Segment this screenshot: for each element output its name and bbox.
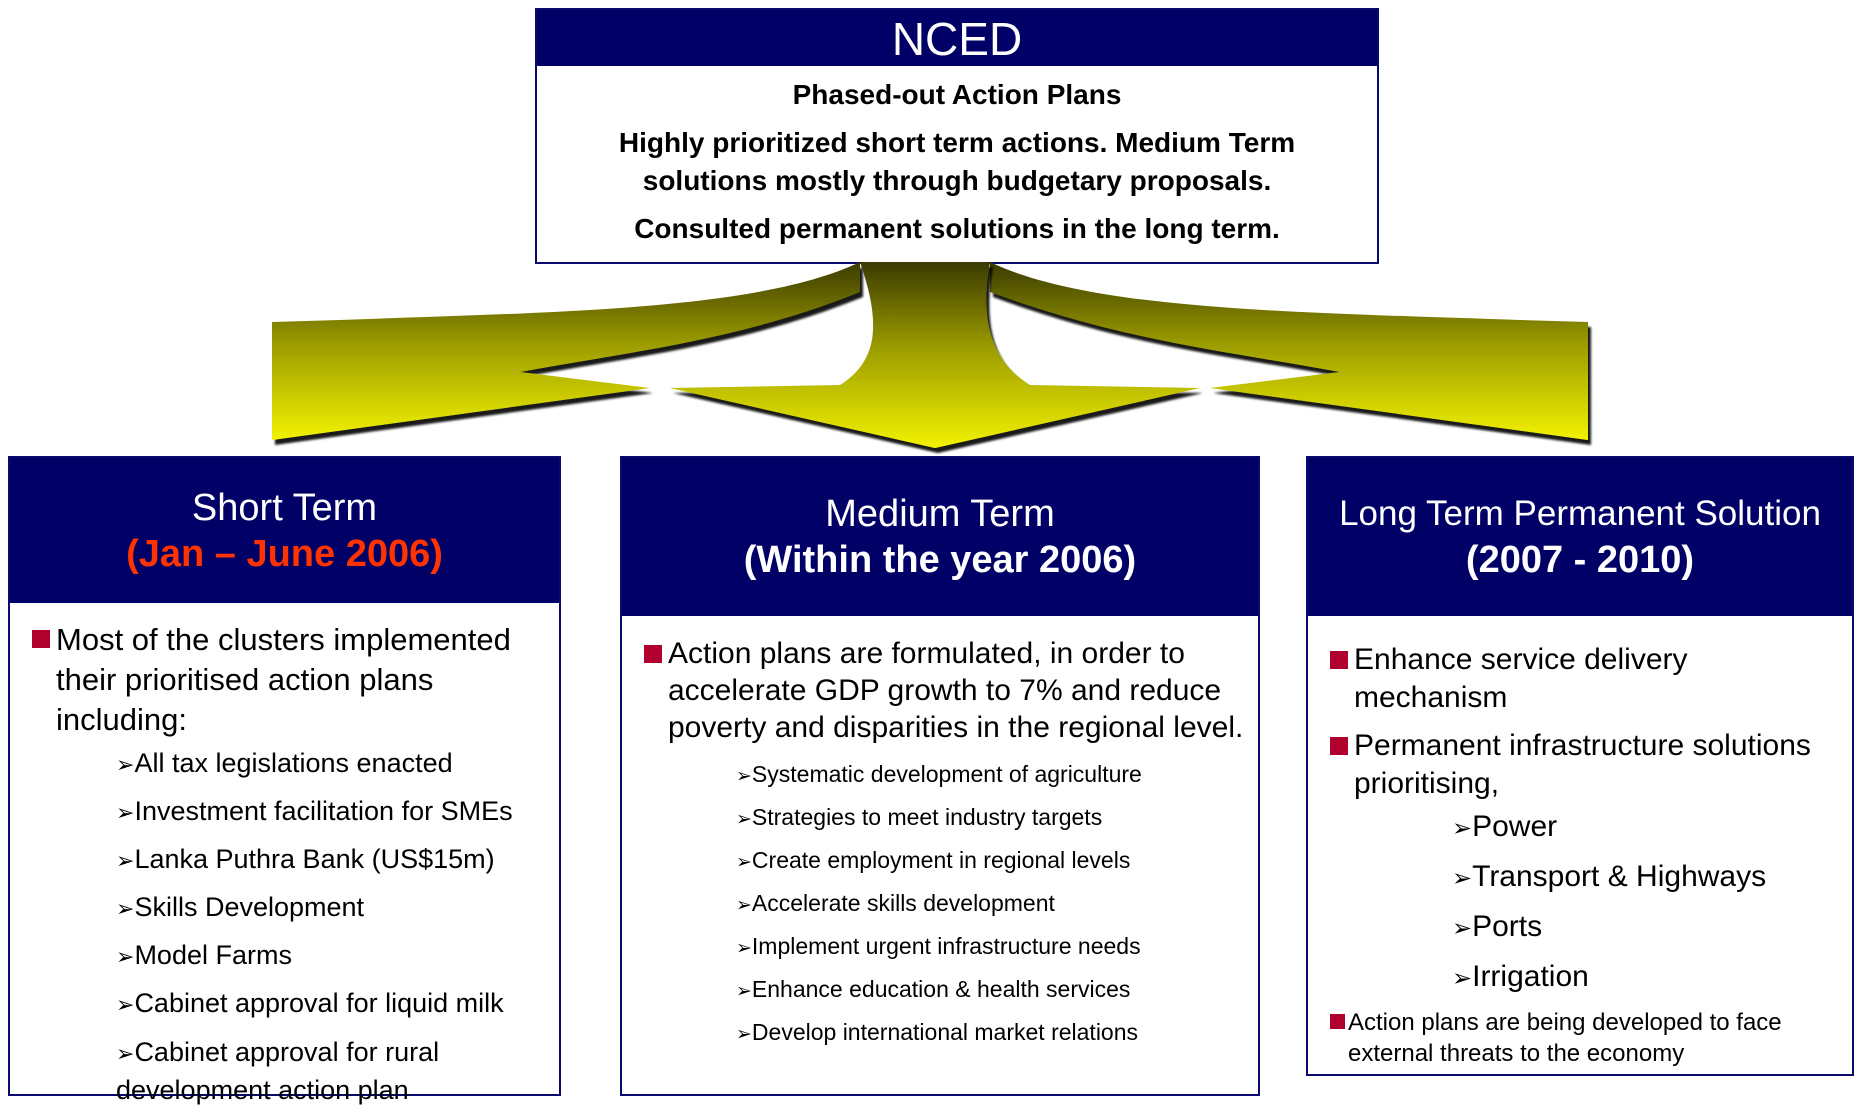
nced-line-3: Consulted permanent solutions in the lon… bbox=[634, 213, 1280, 244]
nced-line-2: Highly prioritized short term actions. M… bbox=[618, 127, 1296, 196]
long-term-bullet: Enhance service delivery mechanism bbox=[1318, 641, 1842, 717]
short-term-item: ➢Lanka Puthra Bank (US$15m) bbox=[116, 844, 495, 874]
short-term-bullet: Most of the clusters implemented their p… bbox=[20, 620, 549, 740]
medium-term-item: ➢Develop international market relations bbox=[736, 1019, 1139, 1045]
short-term-item: ➢Cabinet approval for liquid milk bbox=[116, 988, 504, 1018]
nced-line-1: Phased-out Action Plans bbox=[792, 79, 1122, 110]
short-term-item: ➢Cabinet approval for rural development … bbox=[116, 1037, 440, 1105]
medium-term-item: ➢Systematic development of agriculture bbox=[736, 761, 1142, 787]
nced-box: NCED Phased-out Action Plans Highly prio… bbox=[535, 8, 1379, 264]
long-term-bullet: Permanent infrastructure solutions prior… bbox=[1318, 727, 1842, 803]
nced-body: Phased-out Action Plans Highly prioritiz… bbox=[537, 66, 1377, 248]
medium-term-box: Medium Term (Within the year 2006) Actio… bbox=[620, 456, 1260, 1096]
long-term-period: (2007 - 2010) bbox=[1465, 539, 1695, 581]
square-bullet-icon bbox=[32, 630, 50, 648]
nced-header: NCED bbox=[537, 10, 1377, 66]
long-term-header: Long Term Permanent Solution (2007 - 201… bbox=[1308, 458, 1852, 616]
arrow-left bbox=[272, 262, 860, 440]
short-term-period: (Jan – June 2006) bbox=[126, 532, 443, 575]
short-term-item: ➢All tax legislations enacted bbox=[116, 748, 453, 778]
long-term-box: Long Term Permanent Solution (2007 - 201… bbox=[1306, 456, 1854, 1076]
medium-term-item: ➢Strategies to meet industry targets bbox=[736, 804, 1103, 830]
medium-term-period: (Within the year 2006) bbox=[743, 539, 1137, 581]
long-term-item: ➢Irrigation bbox=[1452, 960, 1589, 993]
short-term-item: ➢Investment facilitation for SMEs bbox=[116, 796, 513, 826]
medium-term-header: Medium Term (Within the year 2006) bbox=[622, 458, 1258, 616]
short-term-item: ➢Skills Development bbox=[116, 892, 365, 922]
nced-title: NCED bbox=[891, 13, 1023, 65]
three-way-arrow bbox=[272, 262, 1588, 448]
square-bullet-icon bbox=[644, 645, 662, 663]
medium-term-item: ➢Enhance education & health services bbox=[736, 976, 1131, 1002]
short-term-item: ➢Model Farms bbox=[116, 940, 292, 970]
square-bullet-icon bbox=[1330, 737, 1348, 755]
short-term-box: Short Term (Jan – June 2006) Most of the… bbox=[8, 456, 561, 1105]
square-bullet-icon bbox=[1330, 1014, 1345, 1029]
medium-term-title: Medium Term bbox=[825, 493, 1055, 535]
arrow-right bbox=[990, 262, 1588, 440]
medium-term-item: ➢Accelerate skills development bbox=[736, 890, 1055, 916]
medium-term-item: ➢Implement urgent infrastructure needs bbox=[736, 933, 1141, 959]
medium-term-item: ➢Create employment in regional levels bbox=[736, 847, 1131, 873]
long-term-item: ➢Power bbox=[1452, 810, 1558, 843]
long-term-item: ➢Transport & Highways bbox=[1452, 860, 1767, 893]
short-term-header: Short Term (Jan – June 2006) bbox=[10, 458, 559, 603]
arrow-center bbox=[670, 262, 1200, 448]
medium-term-bullet: Action plans are formulated, in order to… bbox=[632, 635, 1248, 746]
square-bullet-icon bbox=[1330, 651, 1348, 669]
long-term-item: ➢Ports bbox=[1452, 910, 1543, 943]
long-term-title: Long Term Permanent Solution bbox=[1339, 494, 1821, 533]
long-term-footer-bullet: Action plans are being developed to face… bbox=[1318, 1007, 1842, 1069]
short-term-title: Short Term bbox=[191, 486, 378, 529]
